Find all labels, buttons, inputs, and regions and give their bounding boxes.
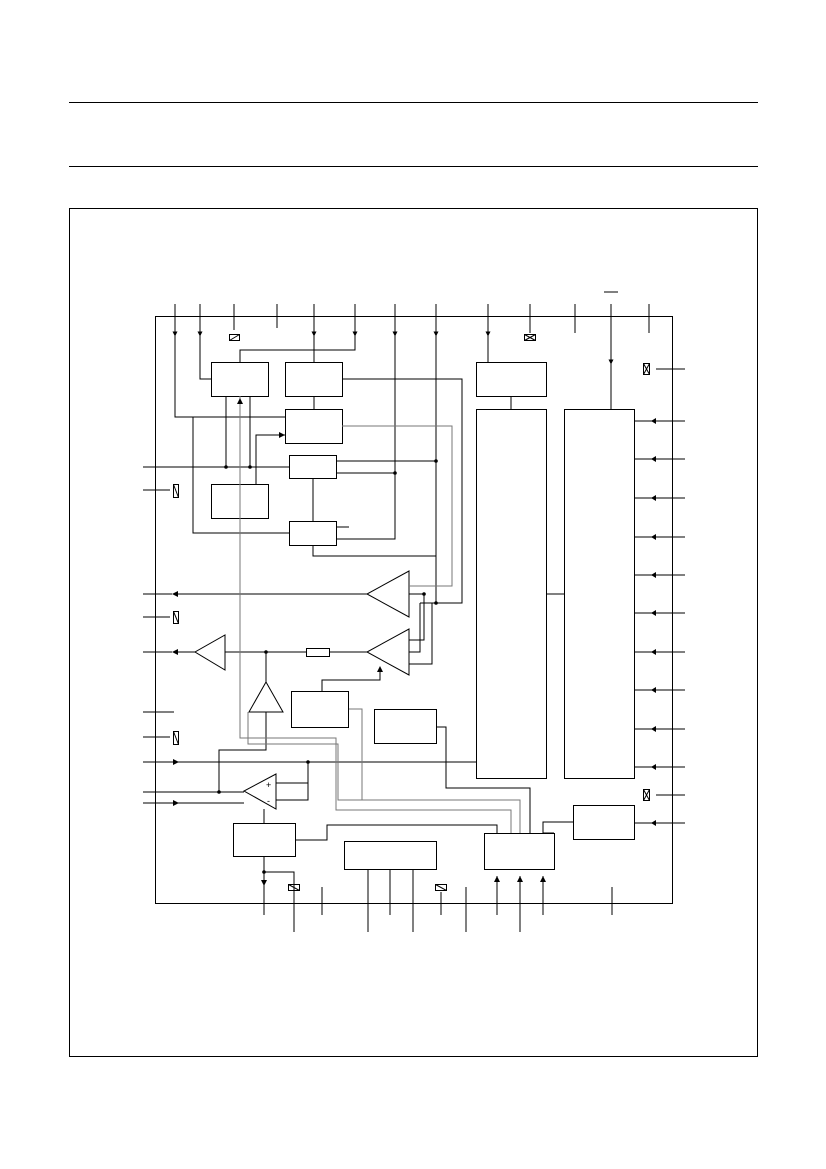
ground-symbol-4 xyxy=(643,789,650,801)
ground-symbol-2 xyxy=(524,334,536,341)
right-pin-arrows xyxy=(651,418,656,826)
output-buffer xyxy=(194,634,226,671)
ground-symbol-1 xyxy=(229,334,240,341)
arrow-into-block-c xyxy=(279,432,285,438)
block-c xyxy=(285,409,343,444)
blocks xyxy=(211,362,635,870)
amplifiers xyxy=(194,570,410,810)
bottom-pins xyxy=(263,869,613,932)
block-b xyxy=(285,362,343,397)
ground-symbol-9 xyxy=(435,884,447,891)
block-h xyxy=(476,409,547,779)
left-pins xyxy=(143,466,178,804)
block-f xyxy=(289,521,337,546)
block-j xyxy=(291,691,349,728)
internal-wiring xyxy=(156,336,651,892)
ground-symbol-6 xyxy=(173,611,179,624)
feedback-wiring xyxy=(239,396,521,833)
figure-frame xyxy=(69,208,758,1057)
block-m xyxy=(344,841,437,870)
right-ground-symbols xyxy=(643,363,650,801)
block-k xyxy=(374,709,437,744)
ground-symbol-7 xyxy=(173,731,179,745)
arrow-into-amp xyxy=(377,666,383,672)
amplifier-lower xyxy=(365,628,410,676)
comparator xyxy=(242,773,277,810)
block-g xyxy=(476,362,547,397)
left-ground-symbols xyxy=(173,484,179,745)
block-i xyxy=(564,409,635,779)
arrow-into-block-a xyxy=(237,398,243,404)
block-l xyxy=(233,823,296,857)
buffer-up xyxy=(248,680,284,713)
comparator-plus-sign: + xyxy=(266,780,271,790)
comparator-minus-sign: - xyxy=(267,796,270,806)
ground-symbol-5 xyxy=(173,484,179,498)
ic-body xyxy=(155,316,673,904)
block-n xyxy=(484,833,555,870)
top-pins xyxy=(172,291,650,365)
junction-dots xyxy=(217,459,438,874)
block-p xyxy=(306,648,330,657)
left-pin-arrows xyxy=(172,591,179,806)
header-rule-top xyxy=(69,102,758,103)
right-pins xyxy=(634,368,685,824)
amplifier-upper xyxy=(365,570,410,618)
block-a xyxy=(211,362,269,397)
block-d xyxy=(289,455,337,479)
bottom-pin-arrows xyxy=(261,876,546,886)
ground-symbol-3 xyxy=(643,363,650,375)
block-o xyxy=(573,805,635,840)
top-ground-symbols xyxy=(229,334,536,341)
header-rule-bottom xyxy=(69,166,758,167)
